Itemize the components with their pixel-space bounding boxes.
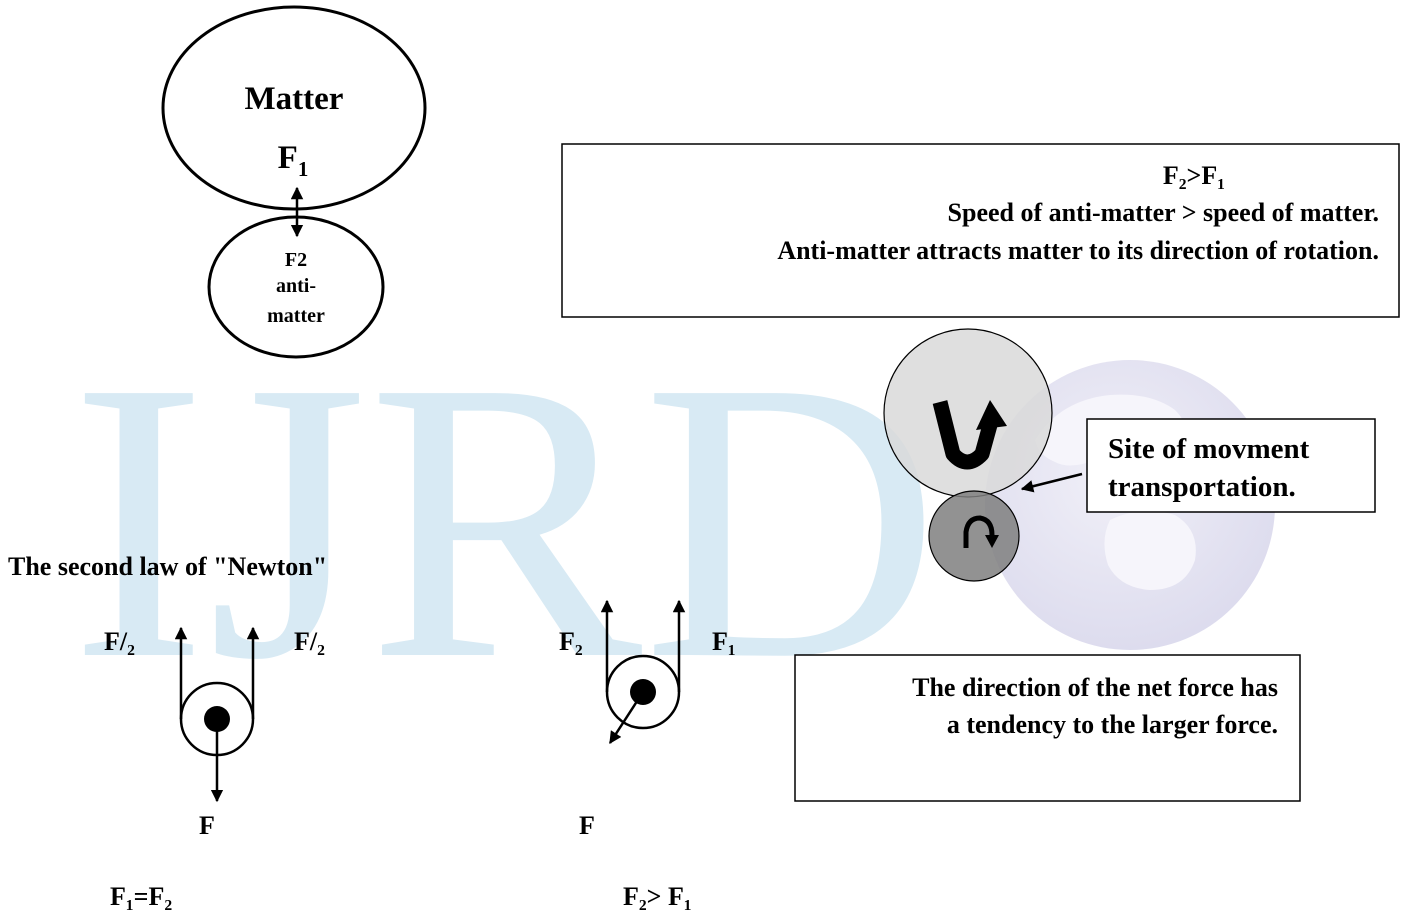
right-force-label: F/₂ (294, 627, 325, 656)
site-box: Site of movment transportation. (1086, 418, 1376, 513)
info-line-1: F₂>F₁ (1163, 161, 1225, 190)
site-line-1: Site of movment (1108, 433, 1310, 465)
pulley-wheel (605, 654, 681, 730)
info-line-2: Speed of anti-matter > speed of matter. (948, 198, 1379, 227)
rotation-diagram (883, 328, 1083, 582)
antimatter-line-1: F2 (285, 249, 307, 271)
matter-force-label: F1 (278, 140, 309, 181)
left-force-label: F/₂ (104, 627, 135, 656)
antimatter-line-2: anti- (276, 275, 316, 297)
antimatter-ellipse (207, 215, 385, 359)
pulley-unequal-diagram: F₂ F₁ F F₂> F₁ (559, 599, 736, 911)
net-force-line-2: a tendency to the larger force. (947, 710, 1278, 739)
lower-rotation-circle (928, 490, 1020, 582)
pulley-equal-diagram: F/₂ F/₂ F F₁=F₂ (104, 626, 325, 911)
diagonal-force-arrow (608, 691, 645, 745)
equal-caption: F₁=F₂ (110, 882, 172, 911)
info-line-3: Anti-matter attracts matter to its direc… (777, 236, 1379, 265)
upper-rotation-circle (883, 328, 1053, 498)
matter-antimatter-diagram: Matter F1 F2 anti- matter (161, 5, 427, 359)
unequal-caption: F₂> F₁ (623, 882, 692, 911)
net-force-line-1: The direction of the net force has (912, 673, 1278, 702)
net-force-box: The direction of the net force has a ten… (794, 654, 1301, 802)
curved-arrow-icon (963, 515, 999, 548)
site-line-2: transportation. (1108, 471, 1296, 503)
newton-title: The second law of "Newton" (8, 552, 327, 581)
bottom-force-label: F (199, 811, 215, 840)
info-box: F₂>F₁ Speed of anti-matter > speed of ma… (561, 143, 1400, 318)
matter-label: Matter (245, 81, 344, 117)
site-pointer-arrow (1020, 472, 1083, 493)
right-force-label: F₁ (712, 627, 736, 656)
u-turn-arrow-icon (932, 400, 1007, 470)
bottom-force-label: F (579, 811, 595, 840)
antimatter-line-3: matter (267, 305, 325, 327)
left-force-label: F₂ (559, 627, 583, 656)
